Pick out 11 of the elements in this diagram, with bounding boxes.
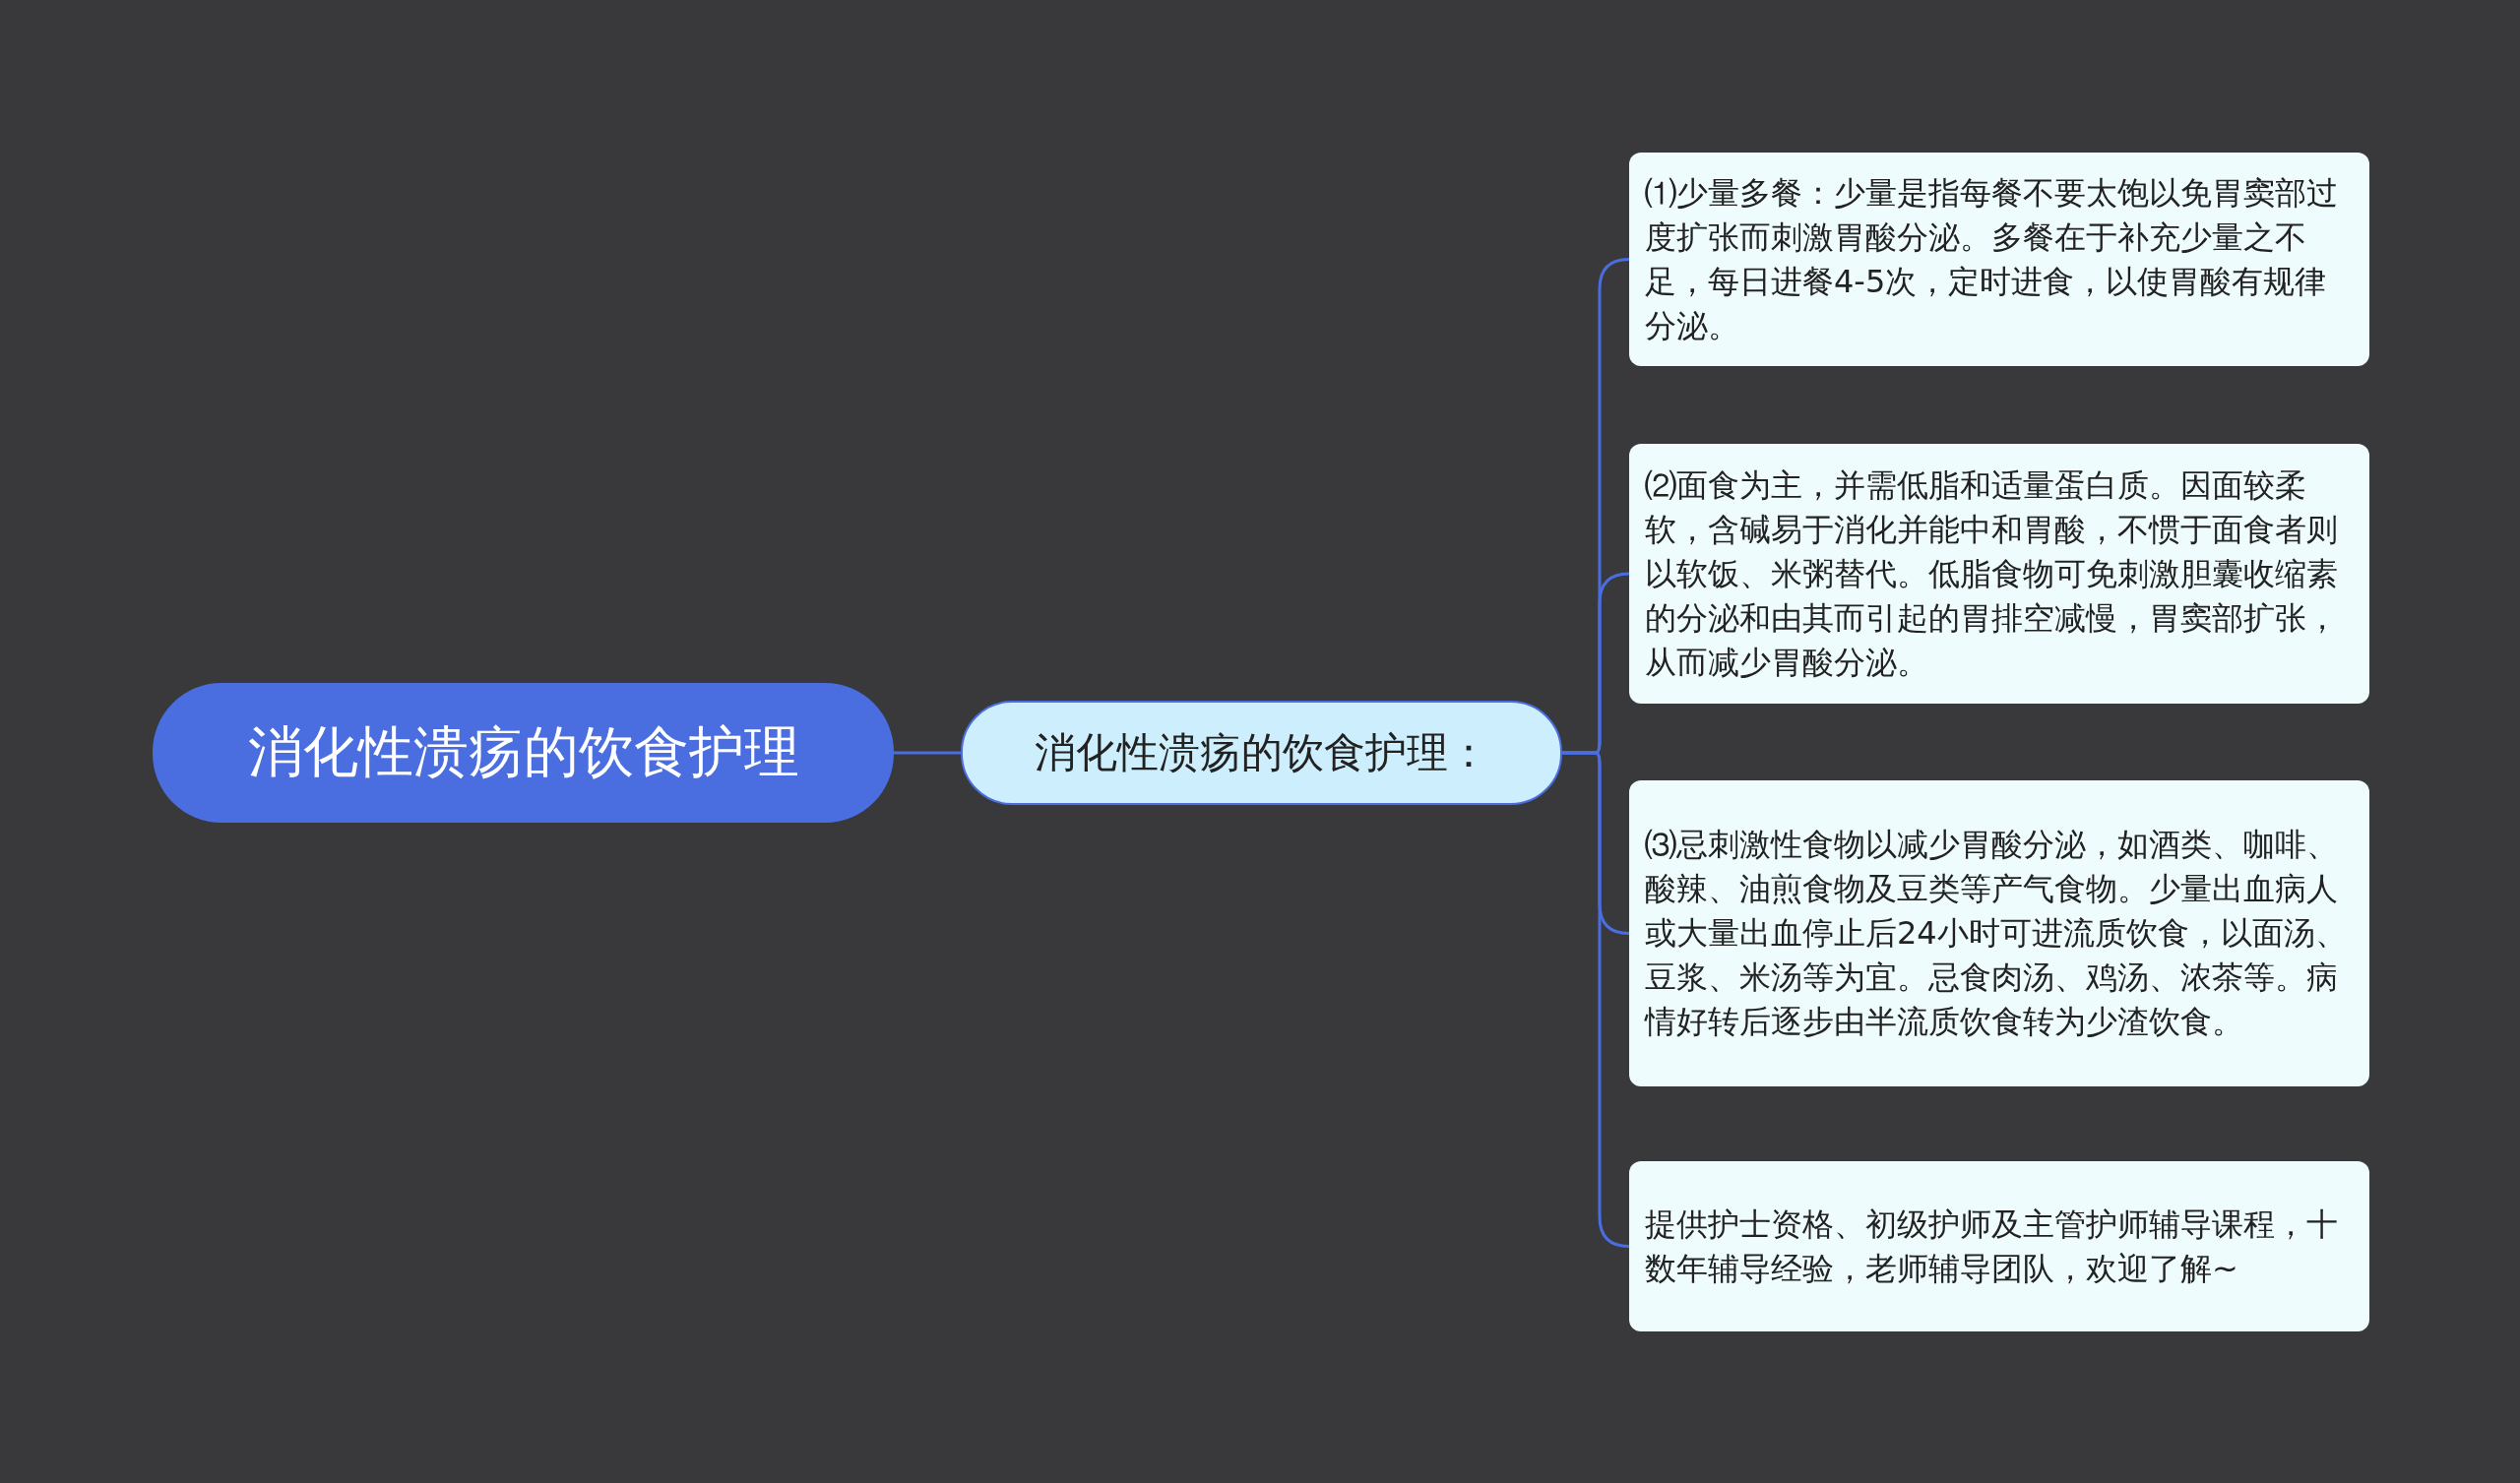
note-card xyxy=(1629,153,2369,366)
subtopic-text: 消化性溃疡的饮食护理： xyxy=(1034,727,1489,778)
note-card xyxy=(1629,444,2369,704)
note-card xyxy=(1629,1161,2369,1331)
note-text: ⑶忌刺激性食物以减少胃酸分泌，如酒类、咖啡、酸辣、油煎食物及豆类等产气食物。少量出血病人或大量出血停止后24小时可进流质饮食，以面汤、豆浆、米汤等为宜。忌食肉汤、鸡汤、浓茶等。病情好转后逐步由半流质饮食转为少渣饮食。 xyxy=(1645,825,2348,1042)
topic-text: 消化性溃疡的饮食护理 xyxy=(247,718,799,785)
connector-line xyxy=(894,751,961,755)
note-card xyxy=(1629,780,2369,1086)
note-text: ⑵面食为主，并需低脂和适量蛋白质。因面较柔软，含碱易于消化并能中和胃酸，不惯于面食者则以软饭、米粥替代。低脂食物可免刺激胆囊收缩素的分泌和由其而引起的胃排空减慢，胃窦部扩张，从而减少胃酸分泌。 xyxy=(1645,464,2339,683)
note-text: ⑴少量多餐：少量是指每餐不要太饱以免胃窦部过度扩张而刺激胃酸分泌。多餐在于补充少量之不足，每日进餐4-5次，定时进食，以使胃酸有规律分泌。 xyxy=(1645,172,2339,346)
note-text: 提供护士资格、初级护师及主管护师辅导课程，十数年辅导经验，老师辅导团队，欢迎了解~ xyxy=(1645,1204,2339,1289)
